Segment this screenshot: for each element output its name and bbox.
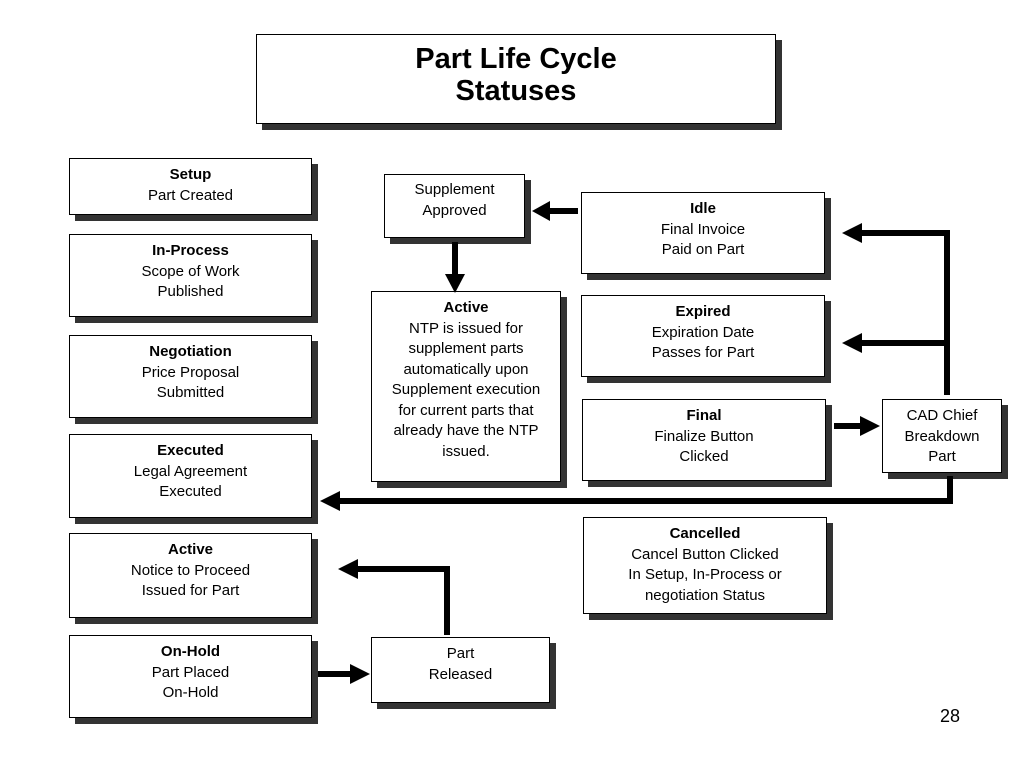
status-description: CAD Chief Breakdown Part [904,407,980,465]
status-description: Finalize Button Clicked [654,427,754,466]
status-box-on-hold: On-Hold Part Placed On-Hold [69,635,312,718]
status-name: Setup [169,166,212,183]
status-box-idle: Idle Final Invoice Paid on Part [581,192,825,274]
status-box-cancelled: Cancelled Cancel Button Clicked In Setup… [583,517,827,614]
connector-cad-to-idle [860,230,950,395]
status-name: Executed [157,442,224,459]
arrowhead-icon [532,201,550,221]
status-box-setup: Setup Part Created [69,158,312,215]
status-description: NTP is issued for supplement parts autom… [391,319,541,460]
status-box-active: Active Notice to Proceed Issued for Part [69,533,312,618]
arrowhead-icon [860,416,880,436]
status-description: Scope of Work Published [141,262,240,301]
page-number: 28 [939,706,961,726]
connector-released-to-active [356,566,450,635]
status-box-part-released: Part Released [371,637,550,703]
status-box-active-supplement: Active NTP is issued for supplement part… [371,291,561,482]
status-name: On-Hold [160,643,221,660]
status-box-negotiation: Negotiation Price Proposal Submitted [69,335,312,418]
status-description: Supplement Approved [414,181,495,219]
status-name: Idle [690,200,716,217]
arrowhead-icon [338,559,358,579]
status-name: Negotiation [149,343,232,360]
arrowhead-icon [350,664,370,684]
status-box-executed: Executed Legal Agreement Executed [69,434,312,518]
status-description: Expiration Date Passes for Part [651,323,755,362]
status-description: Cancel Button Clicked In Setup, In-Proce… [628,545,782,604]
status-box-supplement-approved: Supplement Approved [384,174,525,238]
status-description: Legal Agreement Executed [133,462,248,501]
status-name: Final [686,407,722,424]
status-name: Expired [675,303,731,320]
status-description: Price Proposal Submitted [141,363,240,402]
status-description: Notice to Proceed Issued for Part [130,561,251,600]
status-name: Active [443,299,489,316]
arrowhead-icon [842,223,862,243]
status-description: Part Created [147,186,234,204]
diagram-title: Part Life Cycle Statuses [256,34,776,124]
arrowhead-icon [445,274,465,293]
connector-cad-to-executed [338,476,953,504]
title-line-1: Part Life Cycle [415,43,617,75]
status-description: Part Released [428,645,493,683]
status-description: Final Invoice Paid on Part [660,220,746,259]
status-box-in-process: In-Process Scope of Work Published [69,234,312,317]
status-name: Cancelled [669,525,741,542]
status-name: Active [167,541,214,558]
status-box-cad-chief: CAD Chief Breakdown Part [882,399,1002,473]
arrowhead-icon [842,333,862,353]
status-box-final: Final Finalize Button Clicked [582,399,826,481]
arrowhead-icon [320,491,340,511]
status-description: Part Placed On-Hold [151,663,230,702]
title-line-2: Statuses [455,75,577,107]
status-name: In-Process [152,242,229,259]
status-box-expired: Expired Expiration Date Passes for Part [581,295,825,377]
